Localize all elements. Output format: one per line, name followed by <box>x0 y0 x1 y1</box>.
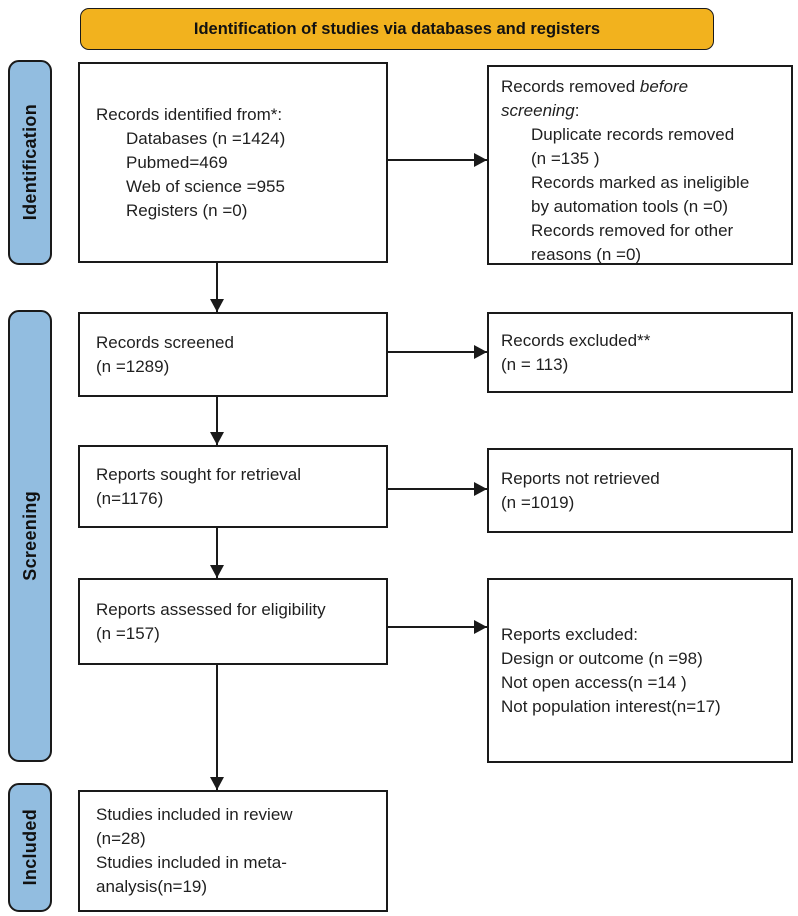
stage-label-included-text: Included <box>19 809 40 886</box>
records-removed-title-line1: Records removed before <box>501 75 787 99</box>
records-removed-title-colon: : <box>574 101 580 120</box>
reports-sought-count: (n=1176) <box>96 488 164 508</box>
stage-label-screening: Screening <box>8 310 52 762</box>
arrow-identified-to-removed <box>388 159 487 161</box>
reports-not-retrieved-line1: Reports not retrieved <box>501 468 660 488</box>
stage-label-identification: Identification <box>8 60 52 265</box>
stage-label-identification-text: Identification <box>19 104 40 221</box>
records-removed-item-duplicates-count: (n =135 ) <box>531 149 600 168</box>
stage-label-included: Included <box>8 783 52 912</box>
arrow-sought-to-not-retrieved <box>388 488 487 490</box>
arrow-screened-to-excluded <box>388 351 487 353</box>
records-identified-item-registers: Registers (n =0) <box>126 200 248 220</box>
arrow-sought-to-assessed <box>216 528 218 578</box>
records-identified-title: Records identified from*: <box>96 104 283 124</box>
reports-sought-line1: Reports sought for retrieval <box>96 464 302 484</box>
records-screened-line1: Records screened <box>96 332 234 352</box>
records-identified-item-databases: Databases (n =1424) <box>126 128 286 148</box>
arrow-assessed-to-reports-excluded <box>388 626 487 628</box>
records-removed-title-line2: screening: <box>501 99 787 123</box>
box-studies-included: Studies included in review (n=28) Studie… <box>78 790 388 912</box>
records-removed-item-automation-count: by automation tools (n =0) <box>531 197 729 216</box>
reports-excluded-item-population: Not population interest(n=17) <box>501 696 721 716</box>
records-removed-title-normal: Records removed <box>501 77 640 96</box>
reports-excluded-title: Reports excluded: <box>501 624 639 644</box>
box-reports-sought: Reports sought for retrieval (n=1176) <box>78 445 388 528</box>
studies-included-review-line: Studies included in review <box>96 805 293 824</box>
studies-included-meta-line: Studies included in meta- <box>96 853 287 872</box>
records-removed-item-automation: Records marked as ineligible <box>531 173 750 192</box>
banner-title: Identification of studies via databases … <box>193 19 601 38</box>
box-reports-not-retrieved: Reports not retrieved (n =1019) <box>487 448 793 533</box>
records-excluded-count: (n = 113) <box>501 354 569 374</box>
records-identified-item-pubmed: Pubmed=469 <box>126 152 228 172</box>
box-reports-excluded: Reports excluded: Design or outcome (n =… <box>487 578 793 763</box>
arrow-identified-to-screened <box>216 263 218 312</box>
records-removed-title-italic1: before <box>639 77 689 96</box>
stage-label-screening-text: Screening <box>19 491 40 581</box>
studies-included-review-count: (n=28) <box>96 829 146 848</box>
arrow-assessed-to-included <box>216 665 218 790</box>
reports-assessed-line1: Reports assessed for eligibility <box>96 599 326 619</box>
records-excluded-line1: Records excluded** <box>501 330 651 350</box>
records-identified-item-web-of-science: Web of science =955 <box>126 176 285 196</box>
box-records-removed: Records removed before screening: Duplic… <box>487 65 793 265</box>
reports-excluded-item-open-access: Not open access(n =14 ) <box>501 672 687 692</box>
box-reports-assessed: Reports assessed for eligibility (n =157… <box>78 578 388 665</box>
records-removed-item-duplicates: Duplicate records removed <box>531 125 735 144</box>
banner: Identification of studies via databases … <box>80 8 714 50</box>
reports-excluded-item-design: Design or outcome (n =98) <box>501 648 703 668</box>
box-records-identified: Records identified from*: Databases (n =… <box>78 62 388 263</box>
reports-assessed-count: (n =157) <box>96 623 160 643</box>
records-screened-count: (n =1289) <box>96 356 170 376</box>
arrow-screened-to-sought <box>216 397 218 445</box>
box-records-screened: Records screened (n =1289) <box>78 312 388 397</box>
box-records-excluded: Records excluded** (n = 113) <box>487 312 793 393</box>
records-removed-title-italic2: screening <box>501 101 575 120</box>
studies-included-meta-count: analysis(n=19) <box>96 877 208 896</box>
records-removed-item-other-count: reasons (n =0) <box>531 245 642 264</box>
records-removed-item-other: Records removed for other <box>531 221 734 240</box>
reports-not-retrieved-count: (n =1019) <box>501 492 575 512</box>
